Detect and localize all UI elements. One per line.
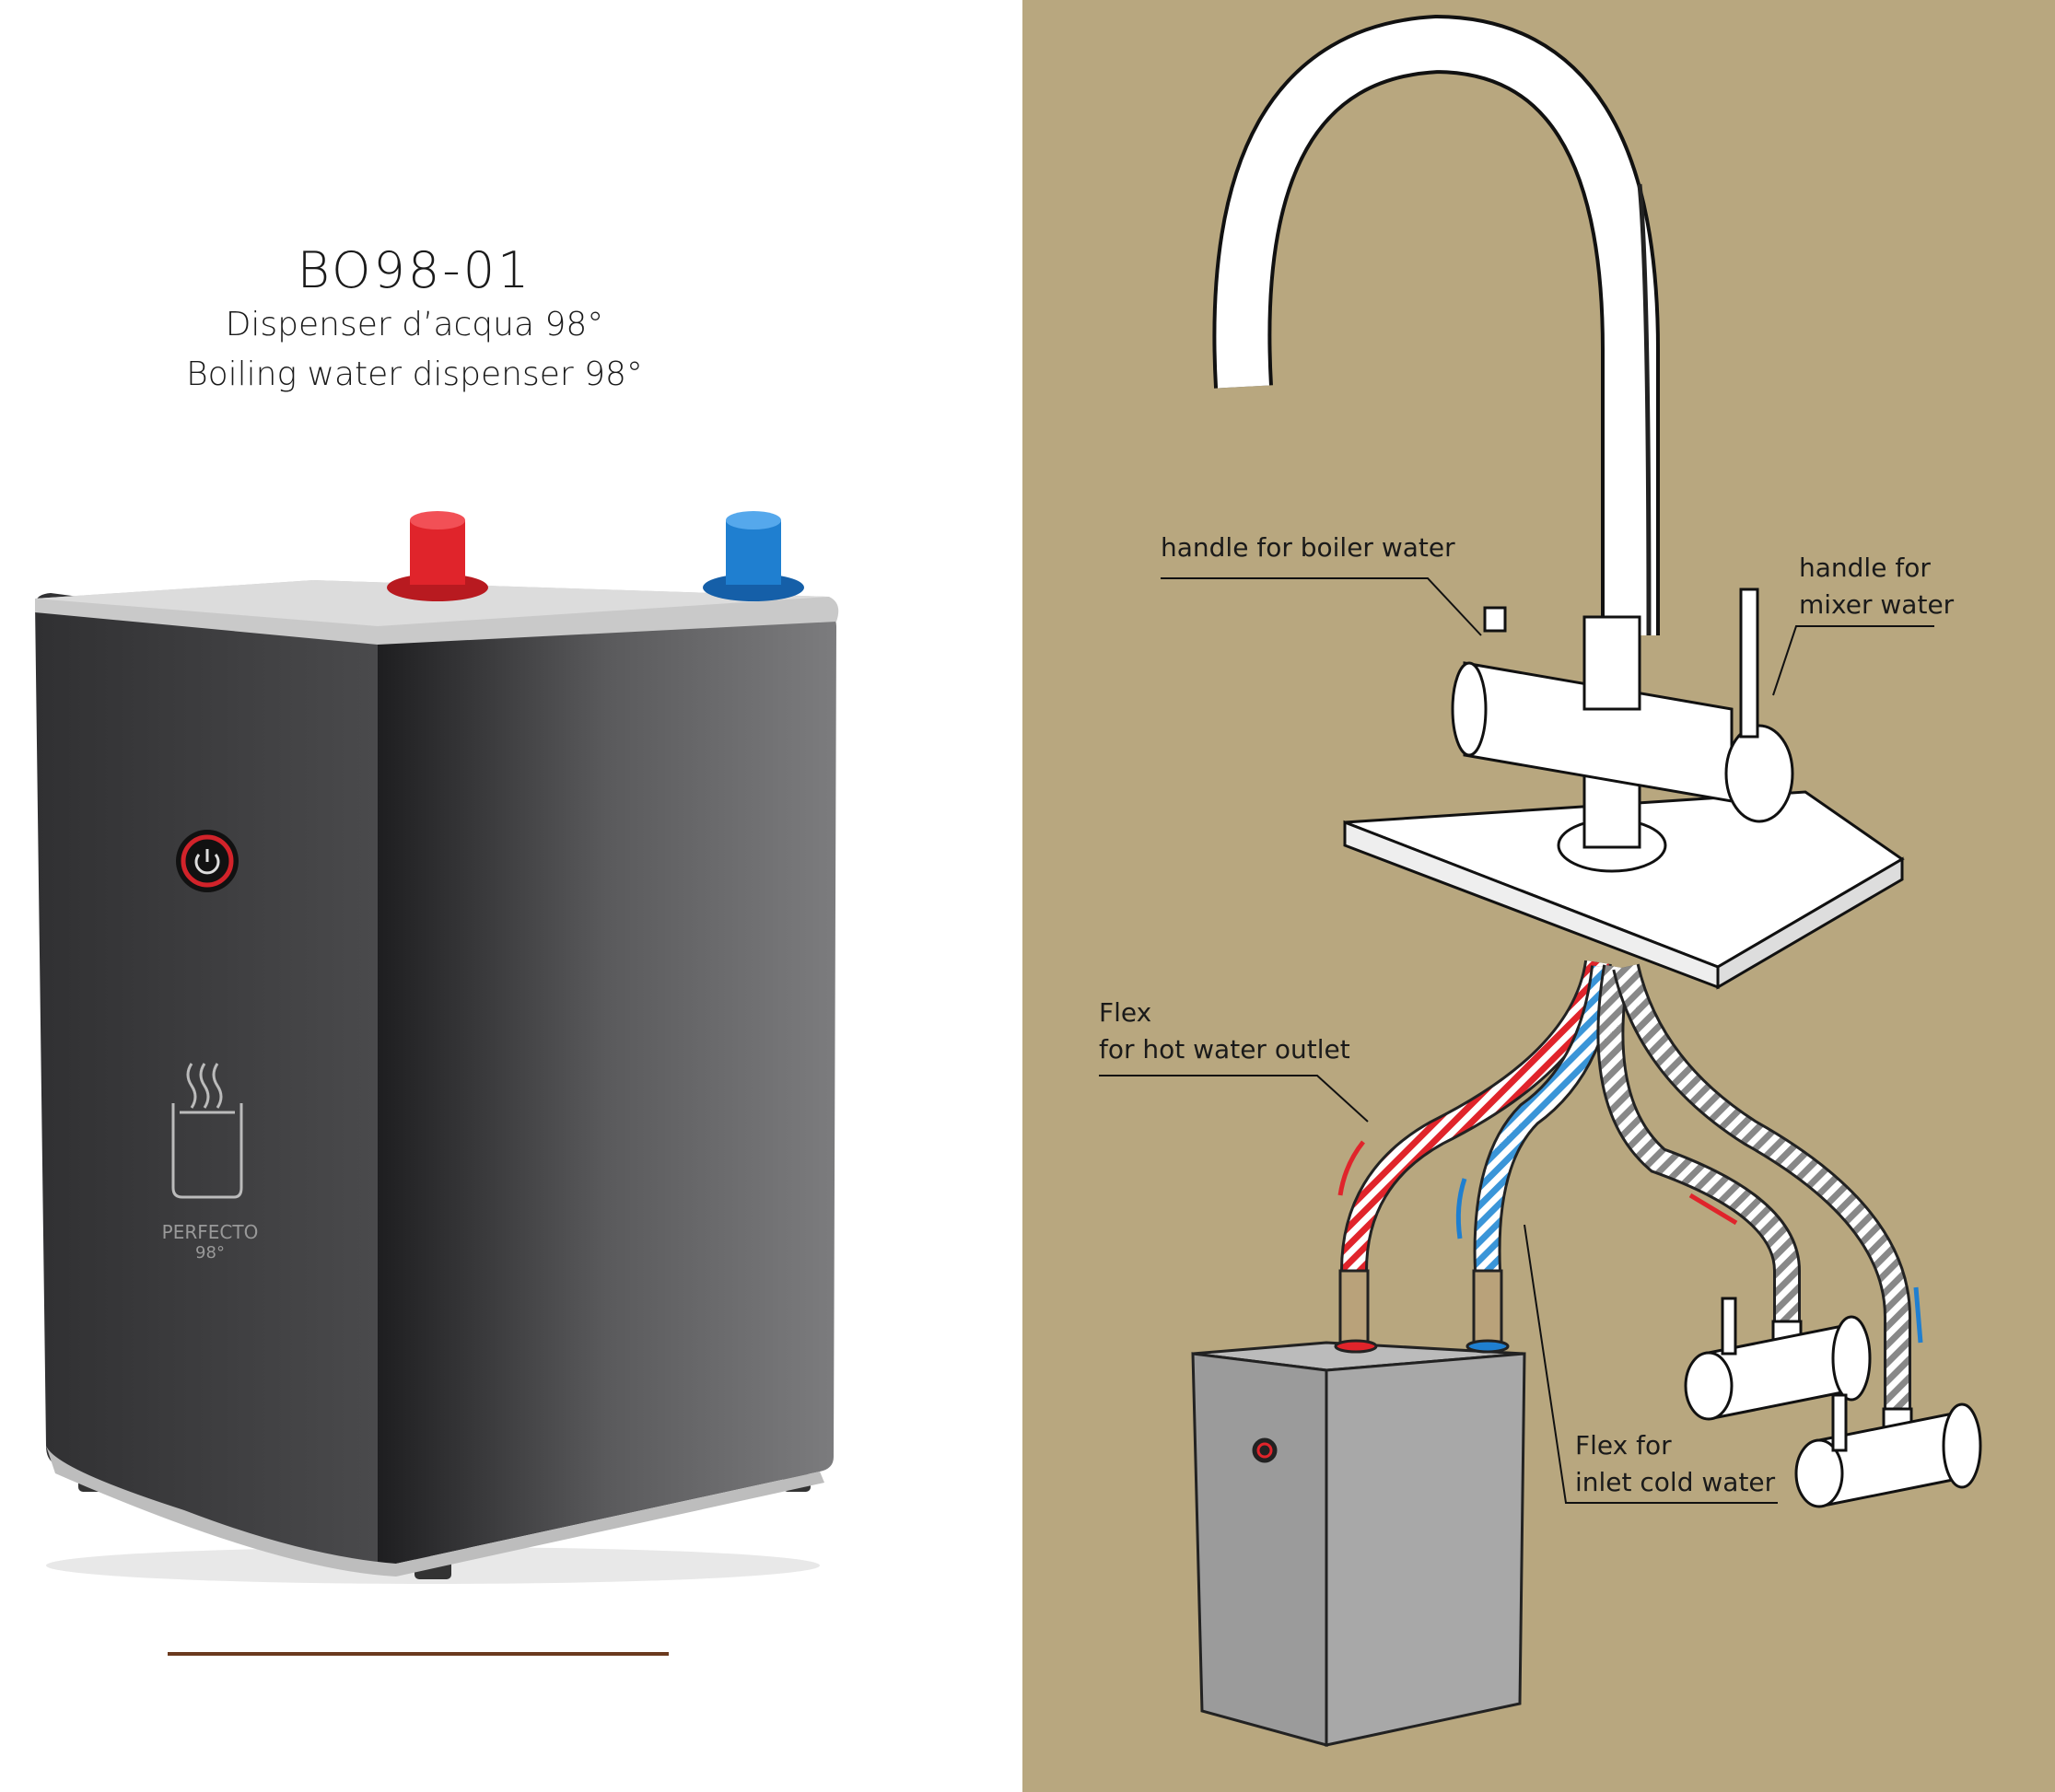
device-brand-text: PERFECTO (162, 1221, 259, 1243)
label-mixer-handle-line1: handle for (1799, 553, 1931, 583)
faucet-body (1451, 588, 1794, 873)
countertop-plate (1343, 790, 1905, 990)
cold-connector (703, 511, 804, 601)
label-cold-flex-line2: inlet cold water (1575, 1467, 1776, 1497)
angle-valve-2 (1794, 1393, 1982, 1508)
label-mixer-handle-line2: mixer water (1799, 589, 1955, 620)
installation-diagram (1099, 14, 1982, 1747)
product-name-italian: Dispenser d’acqua 98° (225, 306, 604, 343)
hot-connector (387, 511, 488, 601)
angle-valve-1 (1684, 1297, 1872, 1421)
label-boiler-handle: handle for boiler water (1161, 532, 1455, 563)
divider-rule (168, 1652, 669, 1656)
product-code: BO98-01 (297, 241, 532, 299)
label-hot-flex-line1: Flex (1099, 997, 1152, 1028)
power-button-icon (176, 830, 239, 892)
steaming-cup-icon (171, 1063, 243, 1199)
label-cold-flex-line1: Flex for (1575, 1430, 1672, 1460)
device-brand-temp: 98° (195, 1243, 225, 1263)
faucet-spout (1212, 14, 1660, 636)
boiler-unit (1191, 1269, 1526, 1747)
installation-diagram-panel: handle for boiler water handle for mixer… (1022, 0, 2055, 1792)
label-hot-flex-line2: for hot water outlet (1099, 1034, 1350, 1065)
product-name-english: Boiling water dispenser 98° (186, 355, 643, 393)
mixer-handle (1739, 588, 1759, 739)
product-panel: BO98-01 Dispenser d’acqua 98° Boiling wa… (0, 0, 1022, 1792)
boiler-product-image: PERFECTO 98° (35, 511, 839, 1584)
